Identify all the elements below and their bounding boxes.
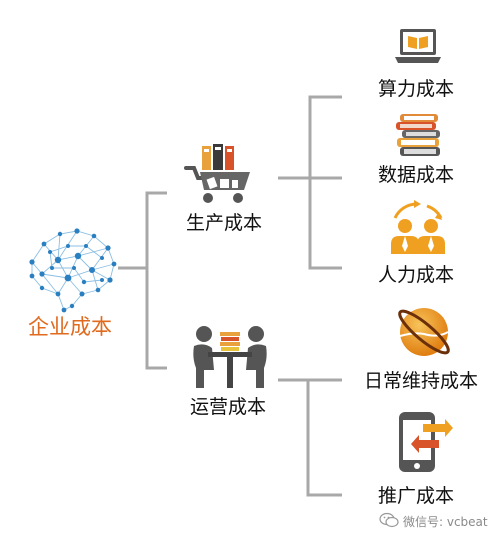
- brain-network-icon: [29, 228, 117, 313]
- leaf-label-labor: 人力成本: [378, 264, 455, 286]
- planet-icon: [398, 308, 450, 356]
- leaf-label-promotion: 推广成本: [378, 485, 455, 507]
- wechat-icon: [379, 512, 399, 528]
- book-stack-icon: [396, 114, 440, 156]
- production-connector: [308, 95, 342, 270]
- leaf-label-maintenance: 日常维持成本: [364, 370, 479, 392]
- meeting-table-icon: [193, 326, 267, 388]
- watermark-text: 微信号: vcbeat: [403, 515, 488, 529]
- branch-label-operations: 运营成本: [190, 396, 267, 418]
- people-cycle-icon: [391, 200, 445, 254]
- operations-connector: [306, 378, 342, 497]
- root-label: 企业成本: [28, 315, 112, 339]
- leaf-label-data: 数据成本: [378, 164, 455, 186]
- book-cart-icon: [184, 144, 250, 203]
- phone-arrows-icon: [399, 412, 453, 472]
- root-connector: [145, 191, 167, 370]
- laptop-icon: [395, 29, 441, 63]
- branch-label-production: 生产成本: [186, 212, 263, 234]
- leaf-label-compute: 算力成本: [378, 78, 455, 100]
